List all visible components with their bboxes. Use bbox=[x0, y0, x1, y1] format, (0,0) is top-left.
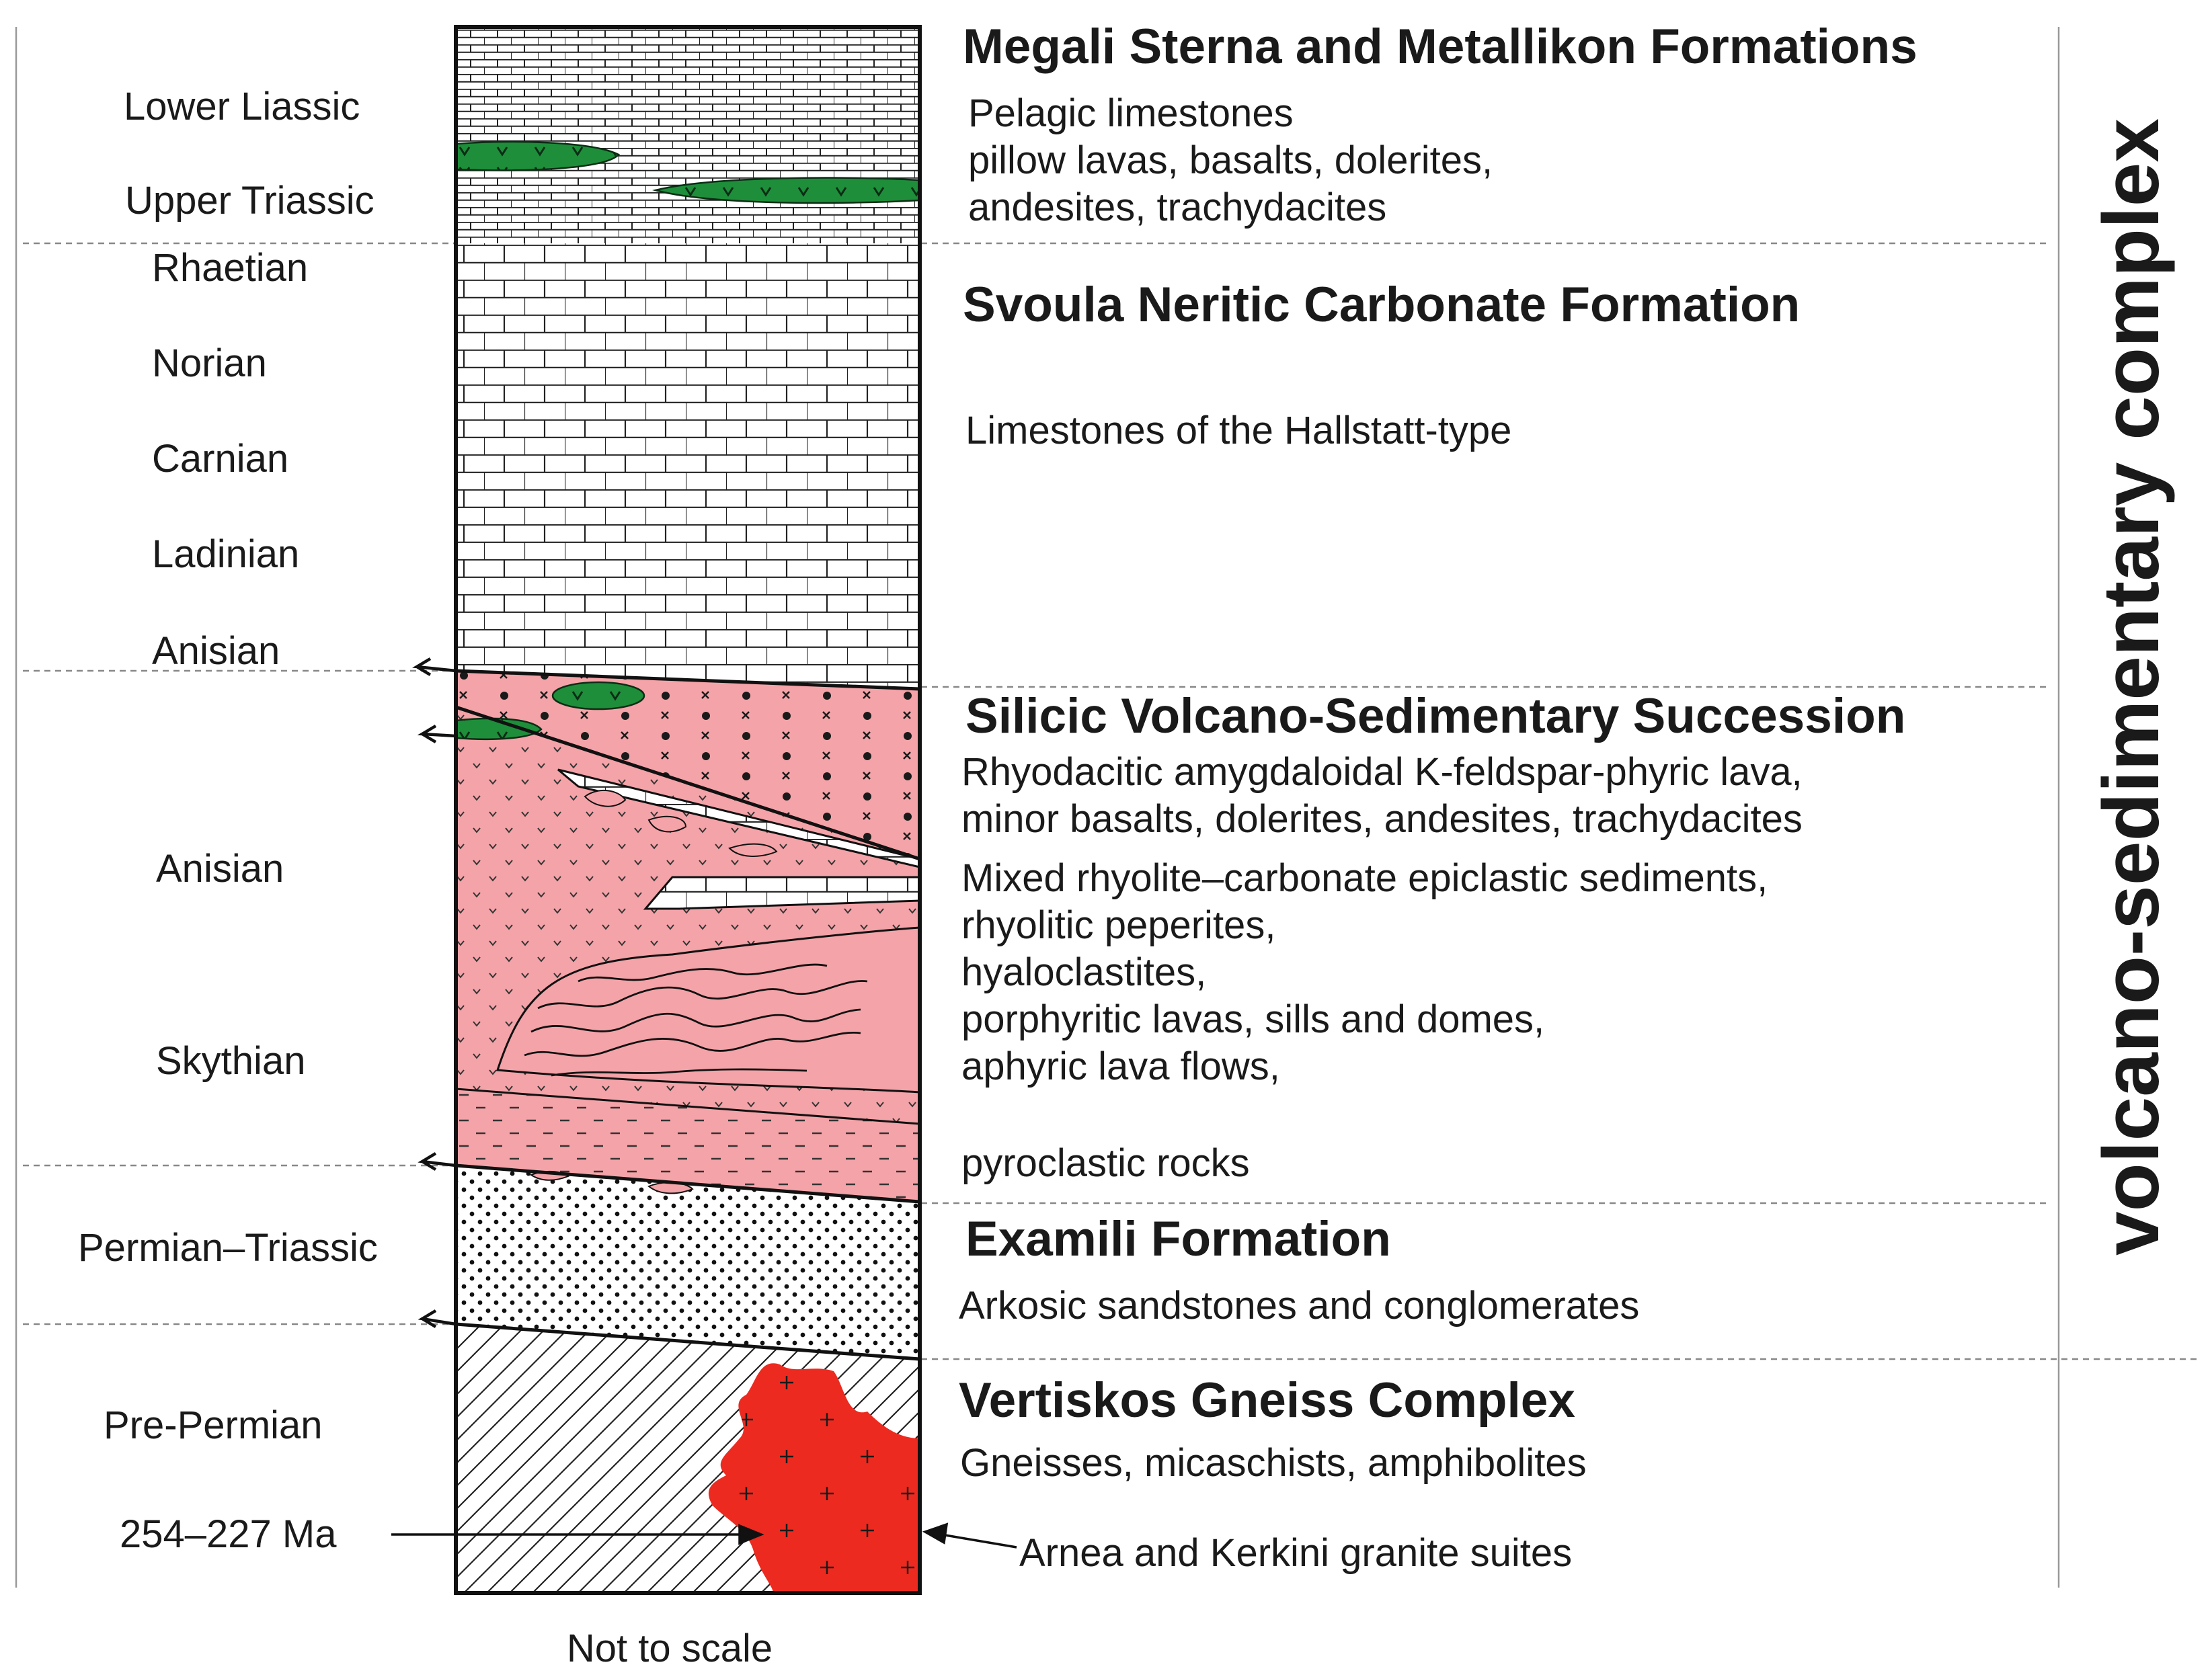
boundary-arrow-3 bbox=[418, 1152, 457, 1171]
age-label-anisian-lower: Anisian bbox=[156, 847, 284, 891]
unconformities bbox=[454, 669, 922, 1361]
age-label-granite-age: 254–227 Ma bbox=[120, 1512, 337, 1556]
granite-label-arrow bbox=[922, 1522, 1017, 1549]
unconformity-2 bbox=[454, 705, 922, 861]
formation-silicic: Silicic Volcano-Sedimentary Succession R… bbox=[961, 689, 1905, 1185]
desc-vertiskos-1: Gneisses, micaschists, amphibolites bbox=[960, 1441, 1587, 1485]
basalt-lens-2 bbox=[655, 177, 920, 204]
examili-sandstone-layer bbox=[456, 1165, 920, 1359]
unconformity-1 bbox=[454, 669, 922, 691]
desc-silicic-7: aphyric lava flows, bbox=[961, 1045, 1280, 1088]
column-outline bbox=[454, 25, 922, 1595]
desc-megali-2: pillow lavas, basalts, dolerites, bbox=[968, 138, 1493, 182]
desc-silicic-4: rhyolitic peperites, bbox=[961, 903, 1275, 947]
pink-inclusion-3 bbox=[728, 843, 778, 857]
age-label-norian: Norian bbox=[152, 341, 267, 385]
desc-megali-1: Pelagic limestones bbox=[968, 91, 1294, 135]
peperite-dome-body bbox=[496, 926, 920, 1094]
boundary-arrow-4 bbox=[418, 1309, 457, 1328]
desc-svoula-1: Limestones of the Hallstatt-type bbox=[965, 409, 1511, 452]
age-labels: Lower Liassic Upper Triassic Rhaetian No… bbox=[78, 85, 378, 1556]
stratigraphic-column bbox=[456, 27, 920, 1593]
unconformity-3 bbox=[454, 1163, 922, 1204]
granite-label: Arnea and Kerkini granite suites bbox=[1019, 1531, 1572, 1575]
svoula-carbonate-layer bbox=[456, 243, 920, 689]
formation-megali: Megali Sterna and Metallikon Formations … bbox=[963, 19, 1918, 229]
boundary-lines bbox=[23, 242, 2199, 1360]
formation-vertiskos: Vertiskos Gneiss Complex Gneisses, micas… bbox=[959, 1373, 1587, 1485]
megali-limestone-layer bbox=[456, 27, 920, 243]
boundary-arrows bbox=[412, 657, 457, 1328]
peperite-swirls bbox=[524, 963, 868, 1077]
age-label-permian-triassic: Permian–Triassic bbox=[78, 1226, 378, 1270]
carbonate-tongue bbox=[557, 768, 920, 910]
desc-silicic-8: pyroclastic rocks bbox=[961, 1141, 1250, 1185]
boundary-arrow-1 bbox=[412, 657, 457, 676]
age-label-rhaetian: Rhaetian bbox=[152, 246, 308, 290]
desc-silicic-1: Rhyodacitic amygdaloidal K-feldspar-phyr… bbox=[961, 750, 1803, 794]
age-label-lower-liassic: Lower Liassic bbox=[124, 85, 360, 128]
desc-examili-1: Arkosic sandstones and conglomerates bbox=[959, 1284, 1639, 1327]
age-label-skythian: Skythian bbox=[156, 1039, 305, 1083]
title-silicic: Silicic Volcano-Sedimentary Succession bbox=[965, 689, 1905, 743]
title-vertiskos: Vertiskos Gneiss Complex bbox=[959, 1373, 1575, 1428]
age-label-carnian: Carnian bbox=[152, 437, 288, 481]
desc-silicic-2: minor basalts, dolerites, andesites, tra… bbox=[961, 797, 1803, 841]
age-label-anisian-upper: Anisian bbox=[152, 629, 280, 673]
age-label-upper-triassic: Upper Triassic bbox=[125, 179, 374, 222]
bedding-line-1 bbox=[456, 1088, 920, 1125]
basalt-lens-3 bbox=[551, 681, 645, 710]
side-label-volcano-sedimentary: volcano-sedimentary complex bbox=[2087, 118, 2176, 1256]
volcano-sedimentary-wedge bbox=[456, 671, 920, 859]
pink-inclusion-1 bbox=[584, 789, 627, 807]
title-examili: Examili Formation bbox=[965, 1212, 1391, 1266]
desc-silicic-5: hyaloclastites, bbox=[961, 950, 1206, 994]
formation-svoula: Svoula Neritic Carbonate Formation Limes… bbox=[963, 278, 1800, 452]
age-label-ladinian: Ladinian bbox=[152, 532, 299, 576]
boundary-arrow-2 bbox=[417, 725, 457, 743]
not-to-scale-note: Not to scale bbox=[567, 1627, 773, 1670]
unconformity-4 bbox=[454, 1322, 922, 1361]
age-label-pre-permian: Pre-Permian bbox=[104, 1403, 323, 1447]
desc-silicic-3: Mixed rhyolite–carbonate epiclastic sedi… bbox=[961, 856, 1768, 900]
pink-inclusion-2 bbox=[647, 815, 687, 833]
title-megali: Megali Sterna and Metallikon Formations bbox=[963, 19, 1918, 74]
formation-examili: Examili Formation Arkosic sandstones and… bbox=[959, 1212, 1639, 1327]
desc-silicic-6: porphyritic lavas, sills and domes, bbox=[961, 997, 1544, 1041]
granite-age-arrow bbox=[391, 1524, 764, 1545]
desc-megali-3: andesites, trachydacites bbox=[968, 186, 1386, 229]
basalt-lens-1 bbox=[456, 140, 621, 171]
title-svoula: Svoula Neritic Carbonate Formation bbox=[963, 278, 1800, 332]
